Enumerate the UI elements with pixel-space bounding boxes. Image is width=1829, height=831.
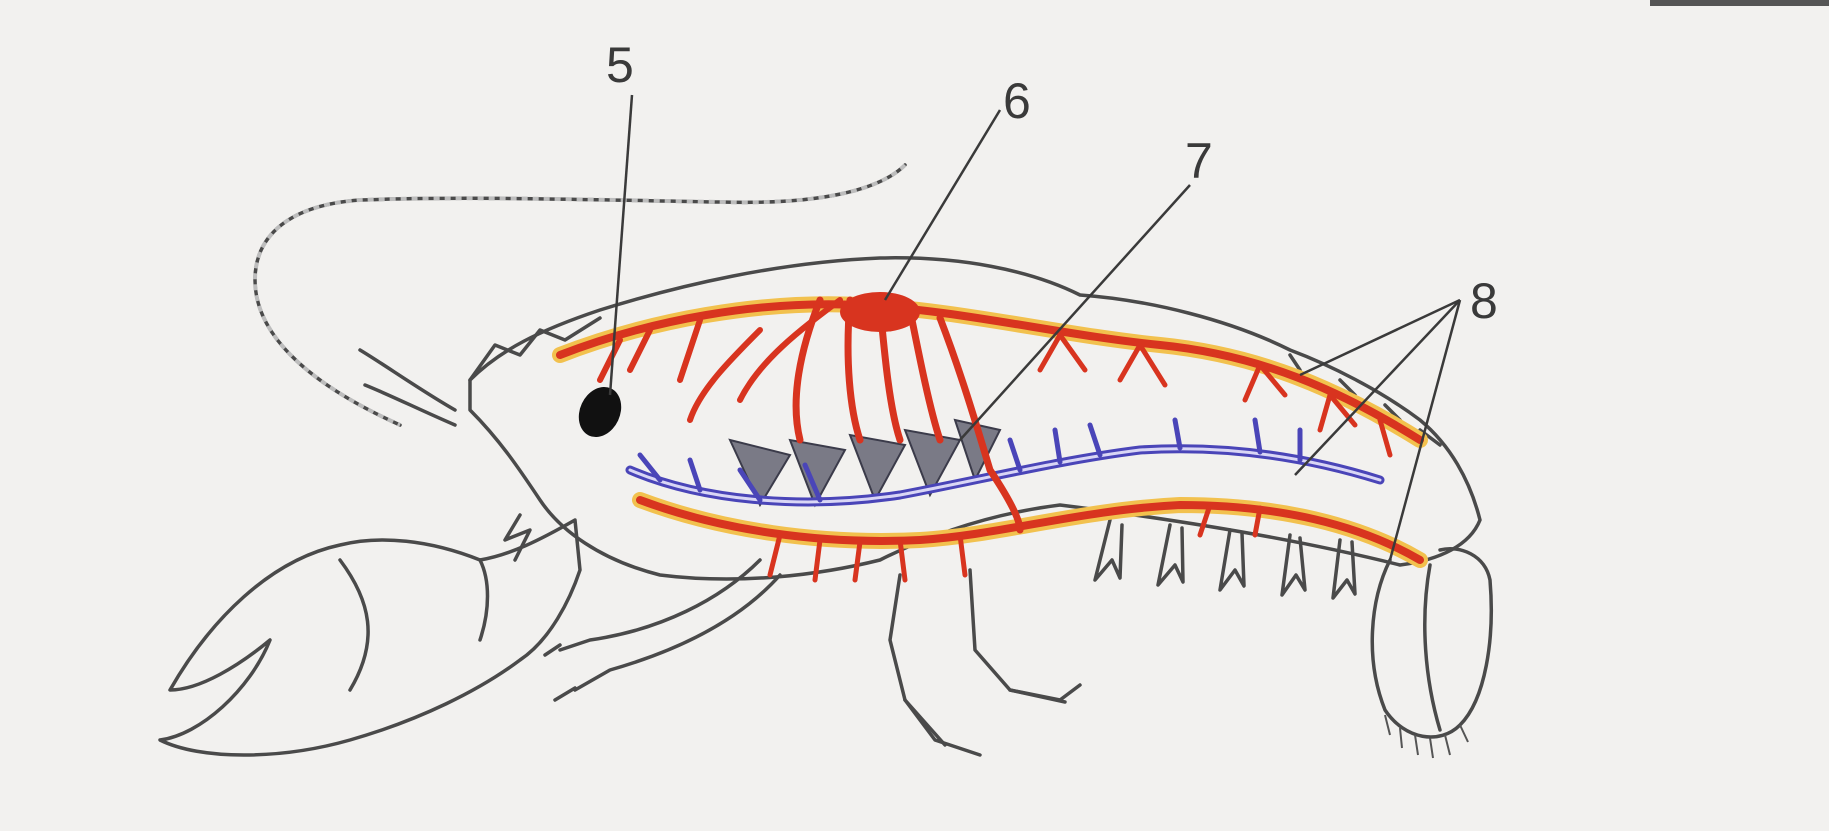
label-7: 7 <box>1185 133 1213 189</box>
label-6: 6 <box>1003 73 1031 129</box>
heart <box>840 292 920 332</box>
label-5: 5 <box>606 37 634 93</box>
top-right-edge-mark <box>1650 0 1829 6</box>
label-8: 8 <box>1470 273 1498 329</box>
